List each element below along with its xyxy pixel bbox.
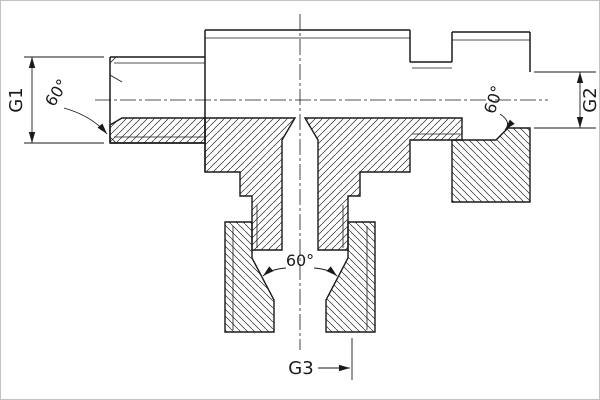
bottom-nut-hex-flat-lines [232, 226, 368, 330]
bottom-nut-right-wall [325, 221, 376, 333]
bottom-nut-left-wall [224, 221, 275, 333]
branch-thread-root-lines [256, 205, 344, 248]
angle-bottom-left-leader [262, 266, 287, 277]
left-stud-lower-wall [109, 117, 206, 144]
nut-sections [224, 127, 531, 333]
stud-cone-upper-line [109, 74, 123, 83]
stud-chamfer-lines [109, 56, 117, 144]
angle-bottom-right-leader [313, 266, 338, 277]
right-nut-lower-wall [451, 127, 531, 203]
dimension-g3: G3 [288, 338, 353, 380]
g1-extension-lines [24, 56, 104, 144]
g2-label: G2 [580, 87, 600, 112]
angle-annotation-bottom: 60° [262, 251, 338, 277]
body-right-web [303, 117, 463, 251]
detail-lines [109, 37, 530, 330]
angle-left-leader [63, 107, 108, 135]
tee-body-section [109, 117, 463, 251]
dimension-g1: G1 [6, 56, 104, 144]
g3-label: G3 [288, 358, 313, 379]
stud-thread-root-lines [114, 62, 205, 138]
right-tube-thread-root-lines [412, 67, 460, 135]
angle-bottom-label: 60° [286, 251, 314, 270]
angle-right-leader [499, 113, 515, 131]
centerlines [95, 14, 548, 350]
g2-extension-lines [534, 71, 596, 129]
g1-label: G1 [6, 87, 27, 112]
body-outline [109, 29, 531, 172]
dimension-g2: G2 [534, 71, 600, 129]
